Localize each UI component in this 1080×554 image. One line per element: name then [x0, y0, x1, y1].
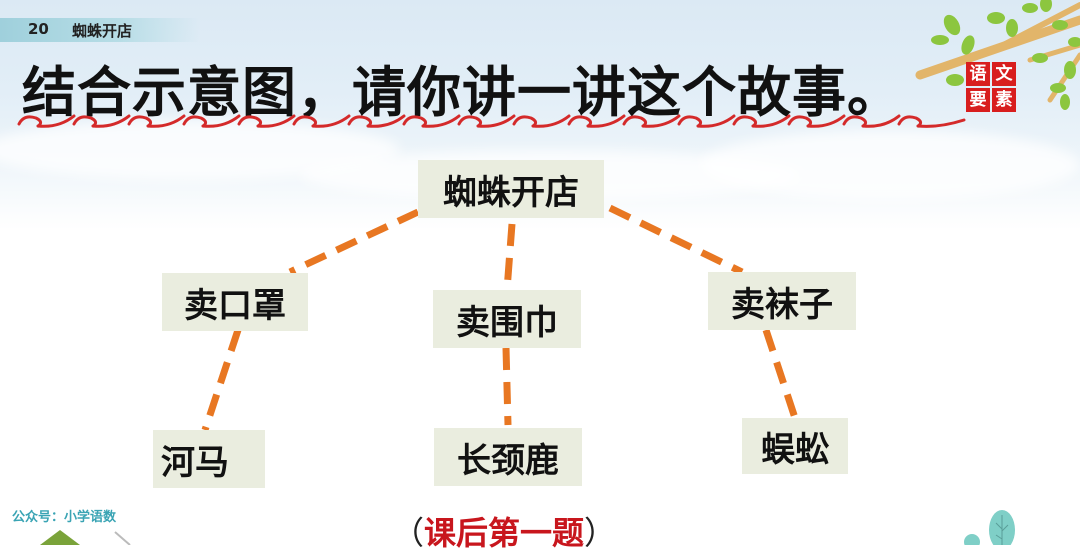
connector-root-scarf [503, 223, 516, 291]
open-paren: （ [392, 514, 425, 552]
node-customer-hippo: 河马 [153, 430, 265, 488]
node-customer-giraffe: 长颈鹿 [434, 428, 582, 486]
cloud-decoration [700, 130, 1080, 200]
connector-mask-hippo [201, 328, 242, 432]
seal-char: 文 [992, 62, 1016, 86]
node-root: 蜘蛛开店 [418, 160, 604, 218]
seal-char: 素 [992, 88, 1016, 112]
house-roof-icon [40, 530, 131, 545]
connector-scarf-giraffe [502, 347, 512, 426]
lesson-bar [0, 18, 200, 42]
connector-root-socks [608, 204, 744, 276]
node-item-scarf: 卖围巾 [433, 290, 581, 348]
credit-text: 公众号：小学语数 [12, 510, 117, 525]
page-title: 结合示意图，请你讲一讲这个故事。 [22, 61, 902, 124]
lesson-title: 蜘蛛开店 [72, 22, 133, 40]
tree-branch-icon [915, 0, 1080, 110]
lesson-number: 20 [28, 20, 49, 38]
question-label: （课后第一题） [392, 508, 616, 554]
seal-char: 语 [966, 62, 990, 86]
node-customer-centipede: 蜈蚣 [742, 418, 848, 474]
connector-root-mask [288, 208, 420, 276]
yuwen-yaosu-seal: 语 文 要 素 [966, 62, 1016, 112]
cactus-icon [964, 510, 1015, 545]
connector-socks-centipede [762, 328, 799, 420]
question-text: 课后第一题 [424, 514, 585, 552]
close-paren: ） [584, 514, 617, 552]
seal-char: 要 [966, 88, 990, 112]
node-item-mask: 卖口罩 [162, 273, 308, 331]
wave-underline-icon [17, 114, 966, 128]
node-item-socks: 卖袜子 [708, 272, 856, 330]
